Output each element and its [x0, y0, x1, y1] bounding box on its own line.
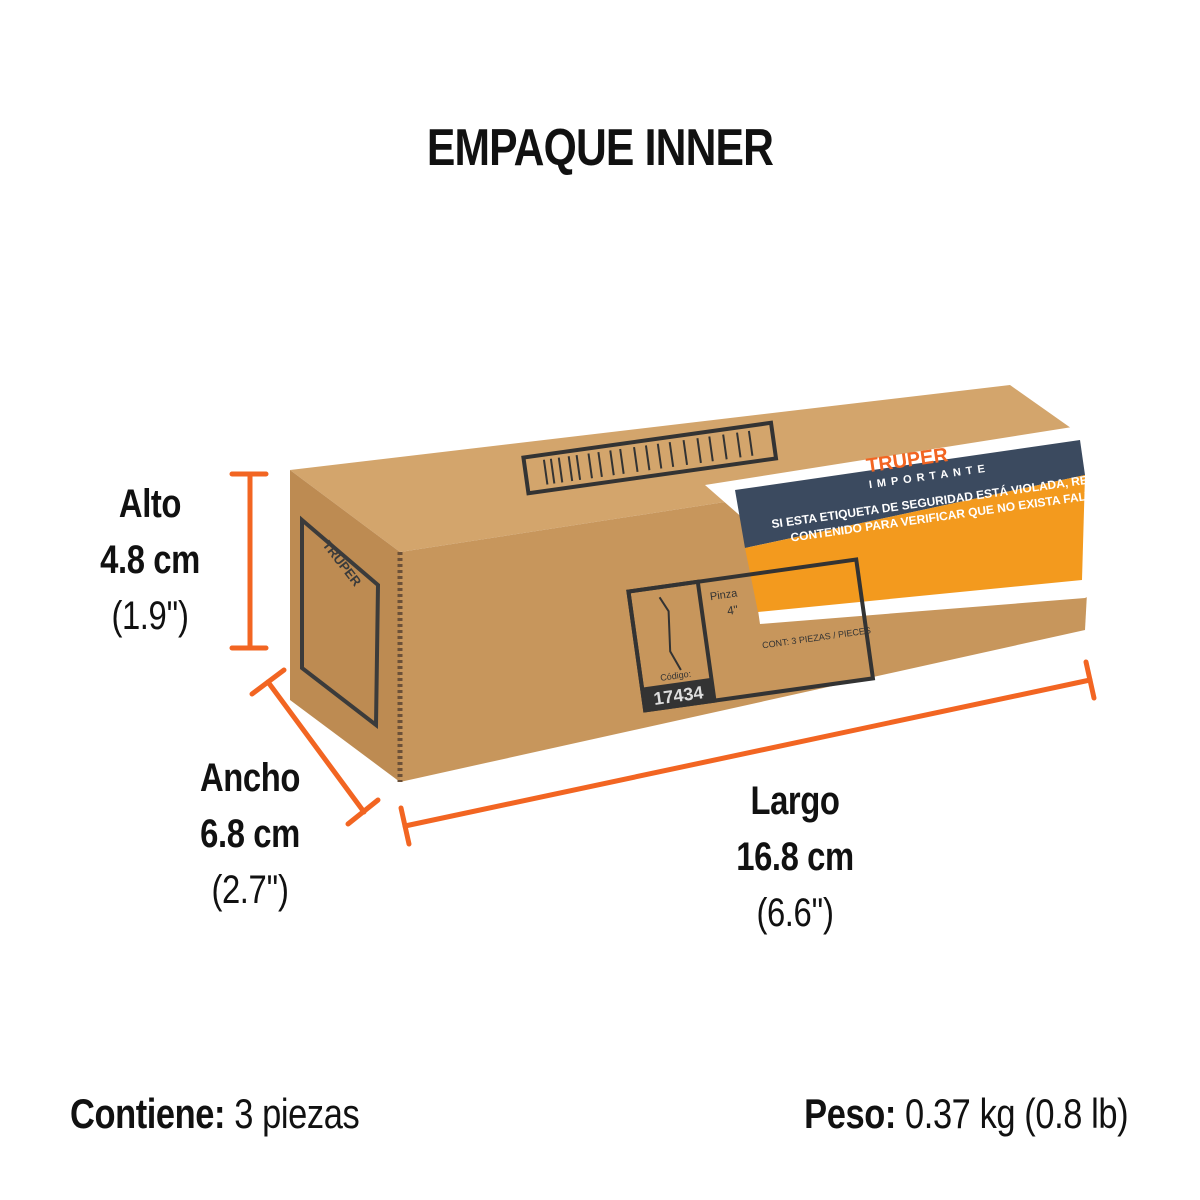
ancho-imperial: (2.7'') — [211, 868, 289, 912]
largo-dimension-line — [398, 659, 1097, 847]
box-end-face — [290, 470, 400, 782]
security-seal: TRUPER IMPORTANTE SI ESTA ETIQUETA DE SE… — [705, 425, 1134, 624]
largo-imperial: (6.6'') — [756, 891, 834, 935]
contents-label: Contiene: — [70, 1090, 226, 1137]
ancho-dimension: Ancho 6.8 cm (2.7'') — [168, 750, 332, 918]
pliers-icon — [658, 596, 682, 671]
weight-label: Peso: — [803, 1090, 896, 1137]
ancho-dimension-line — [249, 667, 381, 827]
product-panel: Código: 17434 Pinza 4" CONT: 3 PIEZAS / … — [626, 557, 876, 713]
contents-info: Contiene: 3 piezas — [70, 1090, 360, 1138]
page-title: EMPAQUE INNER — [426, 119, 774, 177]
ancho-label: Ancho — [200, 756, 300, 800]
largo-label: Largo — [750, 779, 840, 823]
alto-dimension: Alto 4.8 cm (1.9'') — [76, 476, 224, 644]
alto-label: Alto — [118, 482, 182, 526]
largo-dimension: Largo 16.8 cm (6.6'') — [709, 773, 881, 941]
alto-metric: 4.8 cm — [100, 538, 200, 582]
largo-metric: 16.8 cm — [736, 835, 854, 879]
weight-info: Peso: 0.37 kg (0.8 lb) — [804, 1090, 1128, 1138]
code-label: Código: — [660, 669, 692, 683]
ancho-metric: 6.8 cm — [200, 812, 300, 856]
product-size: 4" — [726, 603, 739, 618]
alto-imperial: (1.9'') — [111, 594, 189, 638]
alto-dimension-line — [229, 471, 269, 651]
contents-value: 3 piezas — [234, 1090, 360, 1137]
weight-value: 0.37 kg (0.8 lb) — [904, 1090, 1129, 1137]
product-name: Pinza — [709, 587, 739, 603]
barcode-icon — [521, 420, 779, 496]
